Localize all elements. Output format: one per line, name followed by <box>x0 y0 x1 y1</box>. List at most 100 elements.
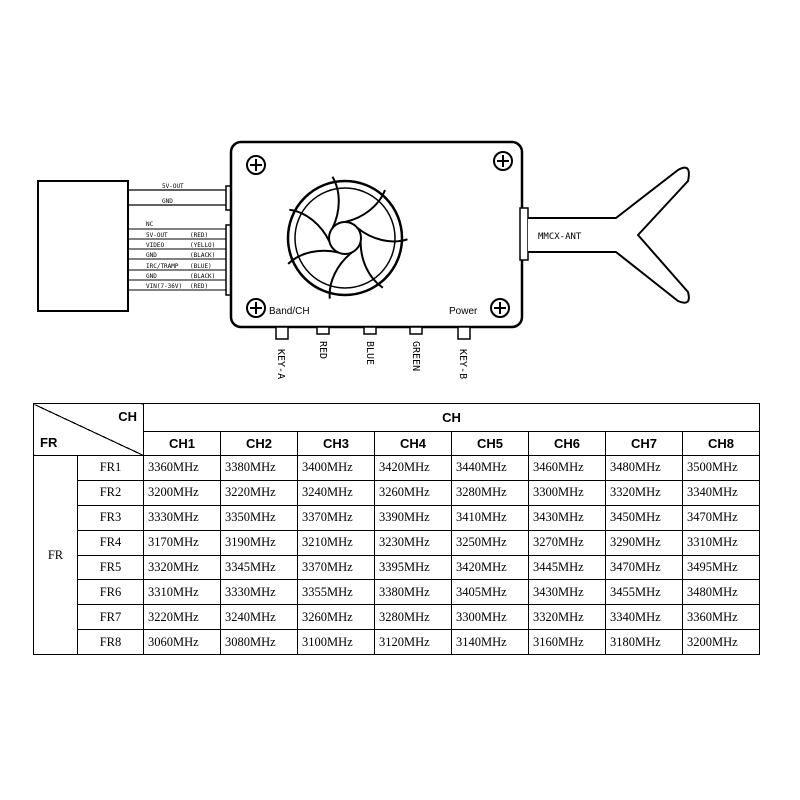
column-header: CH4 <box>374 431 452 456</box>
corner-fr-label: FR <box>40 435 58 450</box>
frequency-cell: 3340MHz <box>605 604 683 631</box>
wire-color-label: (YELLO) <box>190 242 215 249</box>
power-label: Power <box>449 306 478 317</box>
frequency-cell: 3440MHz <box>451 455 529 481</box>
row-header: FR4 <box>77 529 144 556</box>
frequency-cell: 3280MHz <box>451 479 529 506</box>
wire-name-label: IRC/TRAMP <box>146 263 179 270</box>
antenna-label: MMCX-ANT <box>538 232 582 242</box>
frequency-cell: 3310MHz <box>681 529 761 556</box>
wire-color-label: (RED) <box>190 232 208 239</box>
frequency-cell: 3320MHz <box>143 554 221 581</box>
column-header: CH1 <box>143 431 221 456</box>
aux-cable: 5V-OUT GND <box>128 183 235 211</box>
frequency-cell: 3240MHz <box>297 479 375 506</box>
frequency-cell: 3405MHz <box>451 579 529 606</box>
frequency-cell: 3320MHz <box>605 479 683 506</box>
ch-group-header: CH <box>142 403 761 432</box>
frequency-cell: 3420MHz <box>374 455 452 481</box>
frequency-cell: 3220MHz <box>220 479 298 506</box>
frequency-cell: 3480MHz <box>681 579 761 606</box>
column-header: CH5 <box>451 431 529 456</box>
frequency-cell: 3330MHz <box>143 504 221 531</box>
aux-wire-label-1: GND <box>162 198 173 205</box>
wire-color-label: (RED) <box>190 283 208 290</box>
wire-color-label: (BLACK) <box>190 252 215 259</box>
frequency-cell: 3190MHz <box>220 529 298 556</box>
frequency-cell: 3350MHz <box>220 504 298 531</box>
frequency-cell: 3410MHz <box>451 504 529 531</box>
row-header: FR8 <box>77 629 144 655</box>
frequency-cell: 3320MHz <box>528 604 606 631</box>
key-a-label: KEY-A <box>275 349 286 379</box>
table-corner: CH FR <box>33 403 144 456</box>
frequency-cell: 3160MHz <box>528 629 606 655</box>
key-b-button[interactable] <box>457 326 471 340</box>
frequency-cell: 3120MHz <box>374 629 452 655</box>
aux-wire-label-0: 5V-OUT <box>162 183 184 190</box>
red-label: RED <box>317 341 328 359</box>
screw-icon <box>493 151 513 171</box>
frequency-cell: 3170MHz <box>143 529 221 556</box>
frequency-cell: 3455MHz <box>605 579 683 606</box>
frequency-cell: 3470MHz <box>681 504 761 531</box>
screw-icon <box>246 155 266 175</box>
row-header: FR2 <box>77 479 144 506</box>
frequency-cell: 3290MHz <box>605 529 683 556</box>
frequency-cell: 3200MHz <box>143 479 221 506</box>
wire-color-label: (BLUE) <box>190 263 212 270</box>
wire-name-label: 5V-OUT <box>146 232 168 239</box>
frequency-cell: 3340MHz <box>681 479 761 506</box>
band-ch-label: Band/CH <box>269 306 310 317</box>
frequency-cell: 3355MHz <box>297 579 375 606</box>
wire-color-label: (BLACK) <box>190 273 215 280</box>
key-a-button[interactable] <box>275 326 289 340</box>
fan-blade <box>359 241 384 289</box>
row-header: FR7 <box>77 604 144 631</box>
frequency-cell: 3345MHz <box>220 554 298 581</box>
frequency-cell: 3310MHz <box>143 579 221 606</box>
blue-label: BLUE <box>364 341 375 365</box>
blue-led <box>363 326 377 335</box>
screw-icon <box>490 298 510 318</box>
frequency-cell: 3370MHz <box>297 504 375 531</box>
frequency-cell: 3370MHz <box>297 554 375 581</box>
green-led <box>409 326 423 335</box>
wire-name-label: NC <box>146 221 154 228</box>
column-header: CH2 <box>220 431 298 456</box>
frequency-cell: 3390MHz <box>374 504 452 531</box>
frequency-cell: 3460MHz <box>528 455 606 481</box>
column-header: CH8 <box>681 431 761 456</box>
frequency-cell: 3480MHz <box>605 455 683 481</box>
wire-name-label: GND <box>146 273 157 280</box>
frequency-cell: 3445MHz <box>528 554 606 581</box>
frequency-cell: 3495MHz <box>681 554 761 581</box>
antenna: MMCX-ANT <box>519 166 690 304</box>
wire-name-label: GND <box>146 252 157 259</box>
frequency-cell: 3260MHz <box>374 479 452 506</box>
wire-name-label: VIN(7-36V) <box>146 283 182 290</box>
fan-icon <box>286 176 408 299</box>
frequency-cell: 3250MHz <box>451 529 529 556</box>
screw-icon <box>246 298 266 318</box>
frequency-cell: 3060MHz <box>143 629 221 655</box>
row-header: FR5 <box>77 554 144 581</box>
frequency-cell: 3500MHz <box>681 455 761 481</box>
frequency-cell: 3380MHz <box>374 579 452 606</box>
fan-blade <box>328 251 353 299</box>
frequency-cell: 3360MHz <box>681 604 761 631</box>
frequency-cell: 3230MHz <box>374 529 452 556</box>
column-header: CH3 <box>297 431 375 456</box>
fan-blade <box>331 176 340 229</box>
frequency-cell: 3420MHz <box>451 554 529 581</box>
frequency-cell: 3260MHz <box>297 604 375 631</box>
